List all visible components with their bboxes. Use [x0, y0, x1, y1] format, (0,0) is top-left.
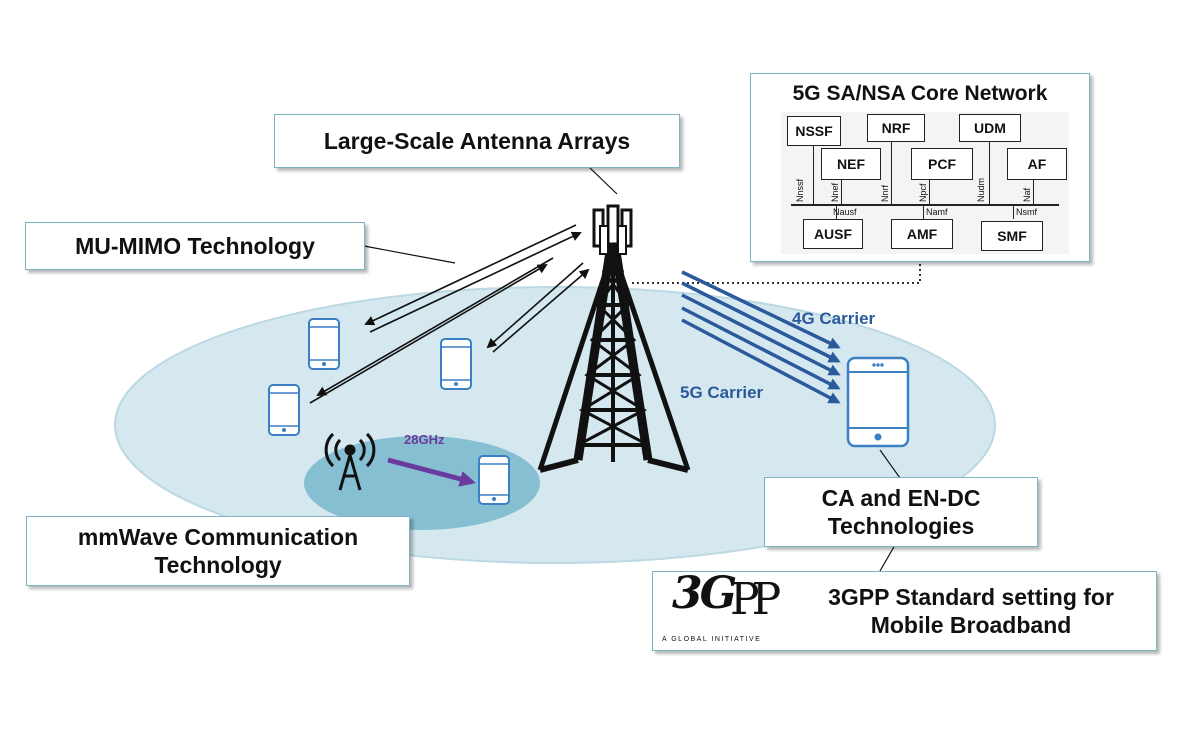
- 3gpp-logo-tagline: A GLOBAL INITIATIVE: [662, 636, 762, 643]
- connector-ausf: [836, 205, 837, 219]
- phone-icon: [268, 384, 300, 436]
- phone-icon: [308, 318, 340, 370]
- nf-nrf: NRF: [867, 114, 925, 142]
- iface-nsmf: Nsmf: [1016, 207, 1037, 217]
- iface-nausf: Nausf: [833, 207, 857, 217]
- iface-namf: Namf: [926, 207, 948, 217]
- label-mmwave-line2: Technology: [154, 552, 282, 578]
- 3gpp-logo-mark-b: PP: [730, 574, 781, 625]
- mmwave-tower-icon: [324, 432, 376, 491]
- leader-lines: [363, 167, 901, 572]
- nf-pcf: PCF: [911, 148, 973, 180]
- nf-nssf: NSSF: [787, 116, 841, 146]
- iface-nnrf: Nnrf: [880, 184, 890, 202]
- connector-amf: [923, 205, 924, 219]
- phone-icon: [440, 338, 472, 390]
- label-mmwave: mmWave Communication Technology: [26, 516, 410, 586]
- nf-nef: NEF: [821, 148, 881, 180]
- phone-icon-large: [846, 356, 910, 448]
- 3gpp-logo: 3G PP A GLOBAL INITIATIVE: [662, 568, 782, 648]
- iface-npcf: Npcf: [918, 183, 928, 202]
- connector-af: [1033, 178, 1034, 204]
- cell-tower-icon: [537, 204, 691, 473]
- nf-smf: SMF: [981, 221, 1043, 251]
- connector-smf: [1013, 205, 1014, 219]
- label-28ghz: 28GHz: [404, 432, 445, 447]
- mmwave-beam: [387, 457, 476, 487]
- phone-icon: [478, 455, 510, 505]
- iface-nudm: Nudm: [976, 177, 986, 202]
- 3gpp-logo-mark-a: 3G: [672, 568, 737, 619]
- label-5g-carrier: 5G Carrier: [680, 383, 764, 402]
- core-network-panel: 5G SA/NSA Core Network NSSF NRF UDM NEF …: [750, 73, 1090, 262]
- service-bus: [791, 204, 1059, 206]
- label-3gpp: 3GPP Standard setting for Mobile Broadba…: [652, 571, 1157, 651]
- nf-udm: UDM: [959, 114, 1021, 142]
- carrier-beams: [681, 270, 841, 404]
- label-ca-endc-line1: CA and EN-DC: [821, 484, 981, 511]
- nf-amf: AMF: [891, 219, 953, 249]
- label-antenna-arrays: Large-Scale Antenna Arrays: [274, 114, 680, 168]
- connector-nrf: [891, 140, 892, 204]
- core-network-diagram: NSSF NRF UDM NEF PCF AF AUSF AMF SMF Nns…: [781, 112, 1069, 254]
- connector-pcf: [929, 178, 930, 204]
- connector-nef: [841, 178, 842, 204]
- label-ca-endc: CA and EN-DC Technologies: [764, 477, 1038, 547]
- label-mu-mimo: MU-MIMO Technology: [25, 222, 365, 270]
- label-mu-mimo-text: MU-MIMO Technology: [75, 232, 315, 259]
- label-antenna-arrays-text: Large-Scale Antenna Arrays: [323, 127, 631, 154]
- nf-af: AF: [1007, 148, 1067, 180]
- label-3gpp-line2: Mobile Broadband: [870, 612, 1072, 638]
- core-network-title: 5G SA/NSA Core Network: [792, 82, 1048, 105]
- label-ca-endc-line2: Technologies: [827, 513, 975, 539]
- label-4g-carrier: 4G Carrier: [792, 309, 876, 328]
- label-mmwave-line1: mmWave Communication: [77, 523, 359, 550]
- core-link-line: [632, 260, 921, 284]
- label-3gpp-line1: 3GPP Standard setting for: [828, 583, 1114, 610]
- connector-udm: [989, 140, 990, 204]
- iface-nnssf: Nnssf: [795, 178, 805, 202]
- iface-nnef: Nnef: [830, 182, 840, 202]
- iface-naf: Naf: [1022, 187, 1032, 202]
- mimo-beams: [309, 224, 590, 404]
- nf-ausf: AUSF: [803, 219, 863, 249]
- connector-nssf: [813, 145, 814, 204]
